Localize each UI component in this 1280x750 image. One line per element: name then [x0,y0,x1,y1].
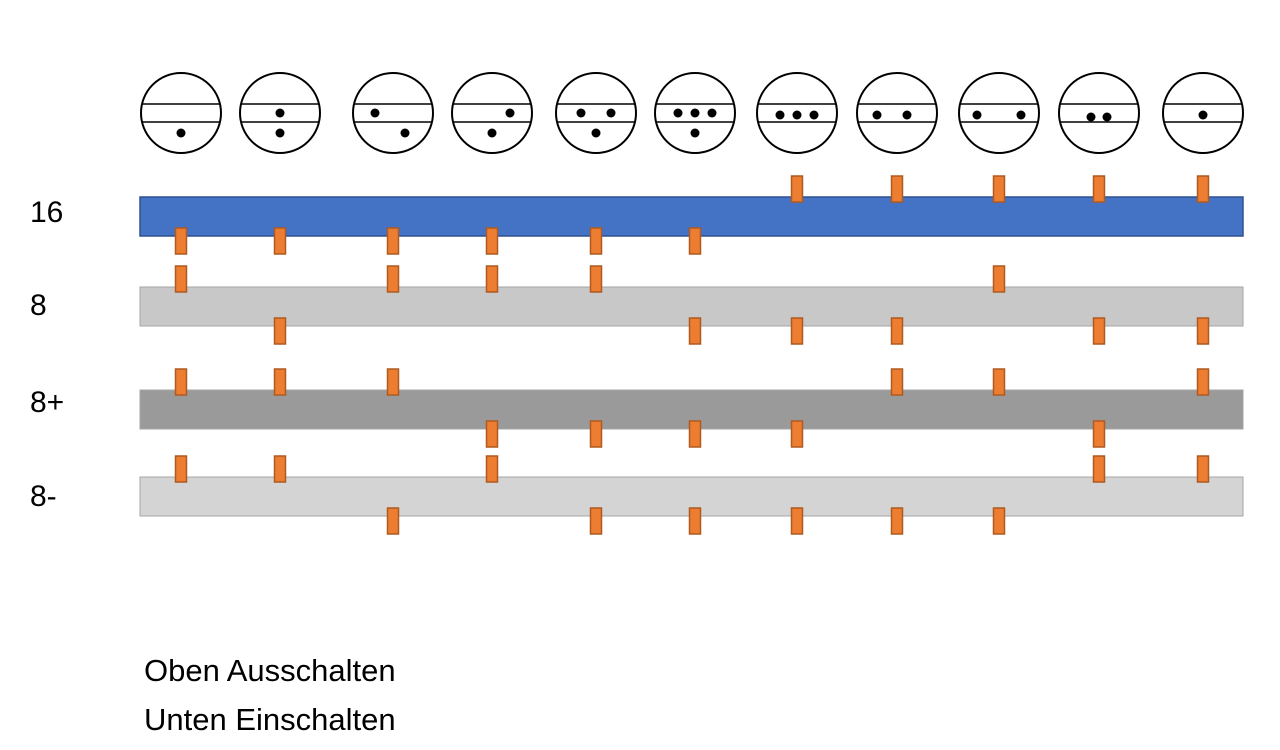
symbol-4 [451,72,533,154]
switch-marker-below [890,317,904,345]
symbol-1 [140,72,222,154]
row-label-8: 8 [30,289,47,322]
switch-marker-above [1196,455,1210,483]
switch-marker-below [589,420,603,448]
symbol-row [140,72,1244,154]
switch-marker-below [1092,420,1106,448]
switch-marker-below [688,420,702,448]
switch-marker-above [589,265,603,293]
symbol-11 [1162,72,1244,154]
switch-marker-below [790,507,804,535]
symbol-dot [505,108,515,118]
switch-marker-below [1196,317,1210,345]
symbol-dot [400,128,410,138]
symbol-dot [1198,110,1208,120]
bar-8-minus [139,476,1244,517]
symbol-dot [775,110,785,120]
symbol-dot [872,110,882,120]
switch-marker-above [992,265,1006,293]
switch-marker-above [174,368,188,396]
switch-marker-above [1196,175,1210,203]
switch-marker-above [1196,368,1210,396]
switch-marker-below [688,507,702,535]
symbol-dot [487,128,497,138]
symbol-3 [352,72,434,154]
register-bars [139,196,1244,517]
symbol-dot [275,128,285,138]
symbol-dot [673,108,683,118]
legend-top-text: Oben Ausschalten [144,653,396,688]
switch-marker-above [992,175,1006,203]
switch-marker-above [174,455,188,483]
symbol-8 [856,72,938,154]
row-label-8-plus: 8+ [30,386,65,419]
symbol-9 [958,72,1040,154]
switch-marker-below [273,227,287,255]
switch-marker-above [485,265,499,293]
symbol-dot [707,108,717,118]
symbol-dot [1086,112,1096,122]
symbol-dot [902,110,912,120]
switch-marker-above [1092,175,1106,203]
symbol-dot [972,110,982,120]
symbol-dot [1016,110,1026,120]
switch-marker-above [386,265,400,293]
switch-marker-below [1092,317,1106,345]
symbol-10 [1058,72,1140,154]
symbol-dot [576,108,586,118]
symbol-7 [756,72,838,154]
switch-marker-above [273,368,287,396]
switch-markers [174,175,1210,535]
switch-marker-below [386,227,400,255]
switch-marker-below [589,227,603,255]
switch-marker-above [890,368,904,396]
switch-marker-below [992,507,1006,535]
switch-marker-above [890,175,904,203]
symbol-dot [606,108,616,118]
switch-marker-above [174,265,188,293]
symbol-5 [555,72,637,154]
switch-marker-above [790,175,804,203]
switch-marker-above [992,368,1006,396]
row-label-8-minus: 8- [30,480,57,513]
row-label-16: 16 [30,196,64,229]
switch-marker-below [485,420,499,448]
switch-marker-above [1092,455,1106,483]
switch-marker-below [688,227,702,255]
switch-marker-above [273,455,287,483]
symbol-dot [690,128,700,138]
switch-marker-below [386,507,400,535]
switch-marker-below [790,317,804,345]
symbol-dot [591,128,601,138]
switch-marker-above [386,368,400,396]
symbol-dot [275,108,285,118]
symbol-6 [654,72,736,154]
symbol-dot [809,110,819,120]
symbol-dot [690,108,700,118]
symbol-dot [176,128,186,138]
symbol-dot [1102,112,1112,122]
symbol-dot [792,110,802,120]
symbol-dot [370,108,380,118]
switch-marker-below [890,507,904,535]
symbol-2 [239,72,321,154]
switch-marker-below [589,507,603,535]
switch-marker-above [485,455,499,483]
switch-marker-below [485,227,499,255]
switch-marker-below [790,420,804,448]
switch-marker-below [688,317,702,345]
legend-bottom-text: Unten Einschalten [144,702,396,737]
switch-marker-below [174,227,188,255]
switch-marker-below [273,317,287,345]
